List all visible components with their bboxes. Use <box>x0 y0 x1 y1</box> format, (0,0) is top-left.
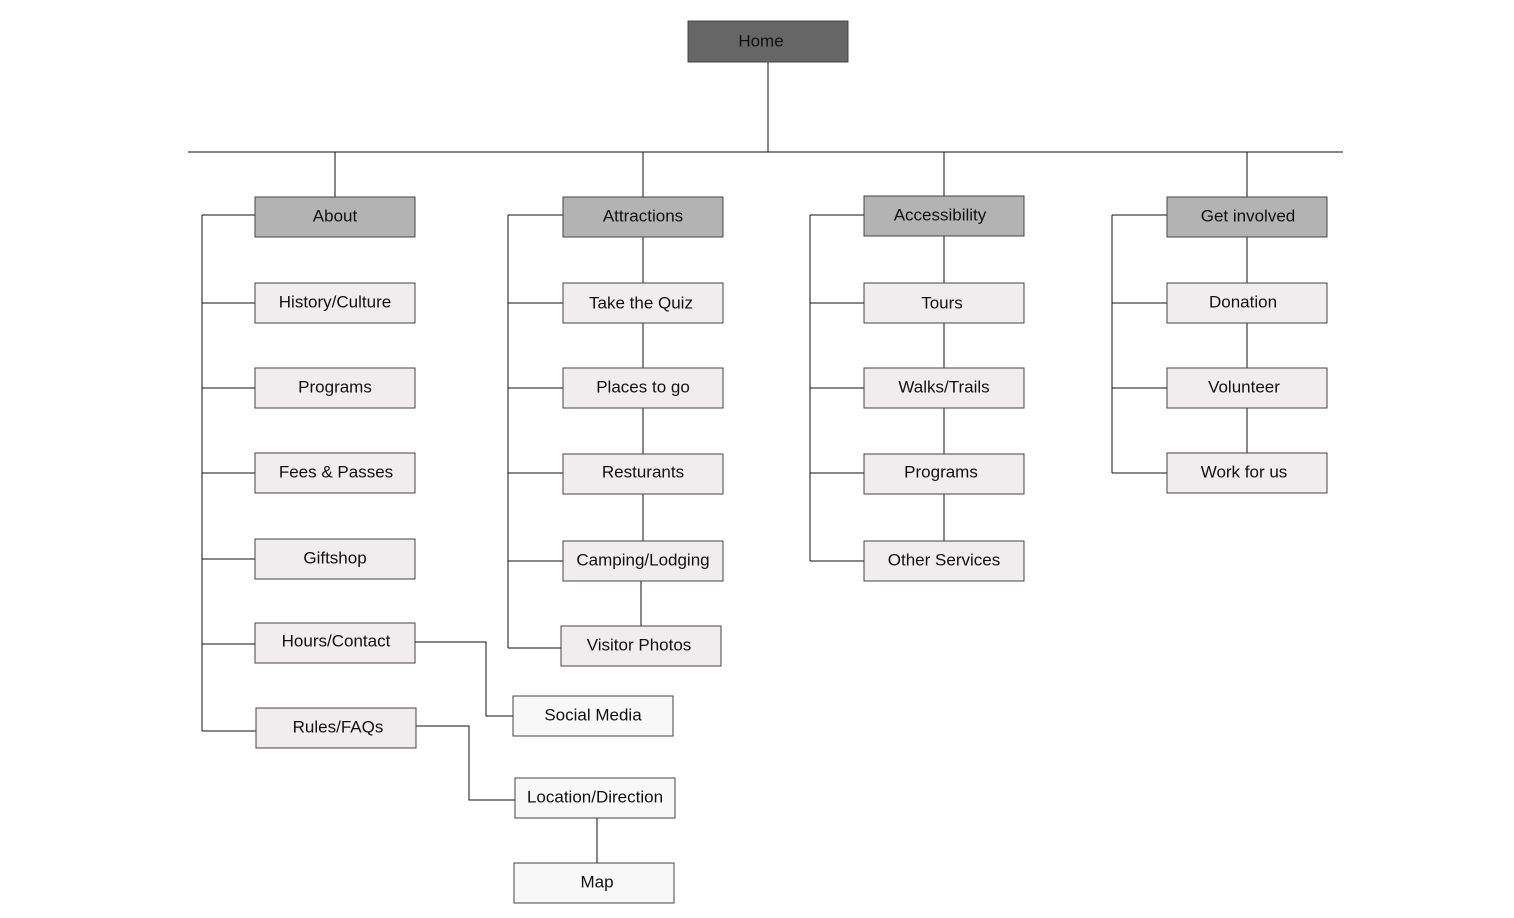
node-history-culture-label: History/Culture <box>279 292 391 311</box>
node-get-involved-box <box>1166 196 1328 238</box>
node-about-box <box>254 196 416 238</box>
node-camping-lodging-box <box>562 540 724 582</box>
node-home-box <box>687 20 849 63</box>
node-resturants[interactable]: Resturants <box>562 453 724 495</box>
node-donation-label: Donation <box>1209 292 1277 311</box>
node-resturants-box <box>562 453 724 495</box>
node-accessibility-box <box>863 195 1025 237</box>
node-accessibility[interactable]: Accessibility <box>863 195 1025 237</box>
node-walks-trails[interactable]: Walks/Trails <box>863 367 1025 409</box>
node-home[interactable]: Home <box>687 20 849 63</box>
node-get-involved[interactable]: Get involved <box>1166 196 1328 238</box>
node-history-culture-box <box>254 282 416 324</box>
node-accessibility-label: Accessibility <box>894 205 987 224</box>
node-giftshop[interactable]: Giftshop <box>254 538 416 580</box>
connector-hours-social <box>415 641 513 717</box>
node-tours[interactable]: Tours <box>863 282 1025 324</box>
node-tours-box <box>863 282 1025 324</box>
node-programs-about-box <box>254 367 416 409</box>
node-location-direction-label: Location/Direction <box>527 787 663 806</box>
node-about-label: About <box>313 206 358 225</box>
node-get-involved-label: Get involved <box>1201 206 1296 225</box>
node-other-services-box <box>863 540 1025 582</box>
node-programs-access-label: Programs <box>904 462 978 481</box>
connectors <box>188 62 1343 863</box>
node-social-media[interactable]: Social Media <box>512 695 674 737</box>
node-rules-faqs[interactable]: Rules/FAQs <box>255 707 417 749</box>
node-hours-contact-box <box>254 622 416 664</box>
node-take-quiz-label: Take the Quiz <box>589 293 693 312</box>
node-about[interactable]: About <box>254 196 416 238</box>
node-places-to-go[interactable]: Places to go <box>562 367 724 409</box>
node-map-box <box>513 862 675 904</box>
node-donation[interactable]: Donation <box>1166 282 1328 324</box>
node-hours-contact-label: Hours/Contact <box>282 631 391 650</box>
node-visitor-photos-box <box>560 625 722 667</box>
node-programs-about-label: Programs <box>298 377 372 396</box>
node-donation-box <box>1166 282 1328 324</box>
node-walks-trails-box <box>863 367 1025 409</box>
node-other-services[interactable]: Other Services <box>863 540 1025 582</box>
node-social-media-box <box>512 695 674 737</box>
node-camping-lodging[interactable]: Camping/Lodging <box>562 540 724 582</box>
node-home-label: Home <box>738 31 783 50</box>
node-resturants-label: Resturants <box>602 462 684 481</box>
node-giftshop-label: Giftshop <box>303 548 366 567</box>
node-attractions-box <box>562 196 724 238</box>
node-location-direction-box <box>514 777 676 819</box>
node-fees-passes-box <box>254 452 416 494</box>
node-rules-faqs-label: Rules/FAQs <box>293 717 384 736</box>
node-volunteer[interactable]: Volunteer <box>1166 367 1328 409</box>
node-attractions-label: Attractions <box>603 206 683 225</box>
node-map-label: Map <box>580 872 613 891</box>
node-rules-faqs-box <box>255 707 417 749</box>
node-map[interactable]: Map <box>513 862 675 904</box>
node-programs-about[interactable]: Programs <box>254 367 416 409</box>
connector-attr-vertical <box>640 237 644 626</box>
node-fees-passes[interactable]: Fees & Passes <box>254 452 416 494</box>
node-walks-trails-label: Walks/Trails <box>898 377 989 396</box>
node-giftshop-box <box>254 538 416 580</box>
node-work-for-us-label: Work for us <box>1201 462 1288 481</box>
node-volunteer-box <box>1166 367 1328 409</box>
node-hours-contact[interactable]: Hours/Contact <box>254 622 416 664</box>
node-volunteer-label: Volunteer <box>1208 377 1280 396</box>
node-take-quiz[interactable]: Take the Quiz <box>562 282 724 324</box>
node-tours-label: Tours <box>921 293 963 312</box>
node-work-for-us-box <box>1166 452 1328 494</box>
connector-rules-location <box>416 725 515 801</box>
node-programs-access-box <box>863 453 1025 495</box>
node-attractions[interactable]: Attractions <box>562 196 724 238</box>
node-take-quiz-box <box>562 282 724 324</box>
node-camping-lodging-label: Camping/Lodging <box>576 550 709 569</box>
node-programs-access[interactable]: Programs <box>863 453 1025 495</box>
node-places-to-go-label: Places to go <box>596 377 690 396</box>
node-history-culture[interactable]: History/Culture <box>254 282 416 324</box>
node-visitor-photos[interactable]: Visitor Photos <box>560 625 722 667</box>
node-other-services-label: Other Services <box>888 550 1000 569</box>
node-social-media-label: Social Media <box>544 705 642 724</box>
node-fees-passes-label: Fees & Passes <box>279 462 393 481</box>
node-places-to-go-box <box>562 367 724 409</box>
node-location-direction[interactable]: Location/Direction <box>514 777 676 819</box>
node-work-for-us[interactable]: Work for us <box>1166 452 1328 494</box>
node-visitor-photos-label: Visitor Photos <box>587 635 692 654</box>
